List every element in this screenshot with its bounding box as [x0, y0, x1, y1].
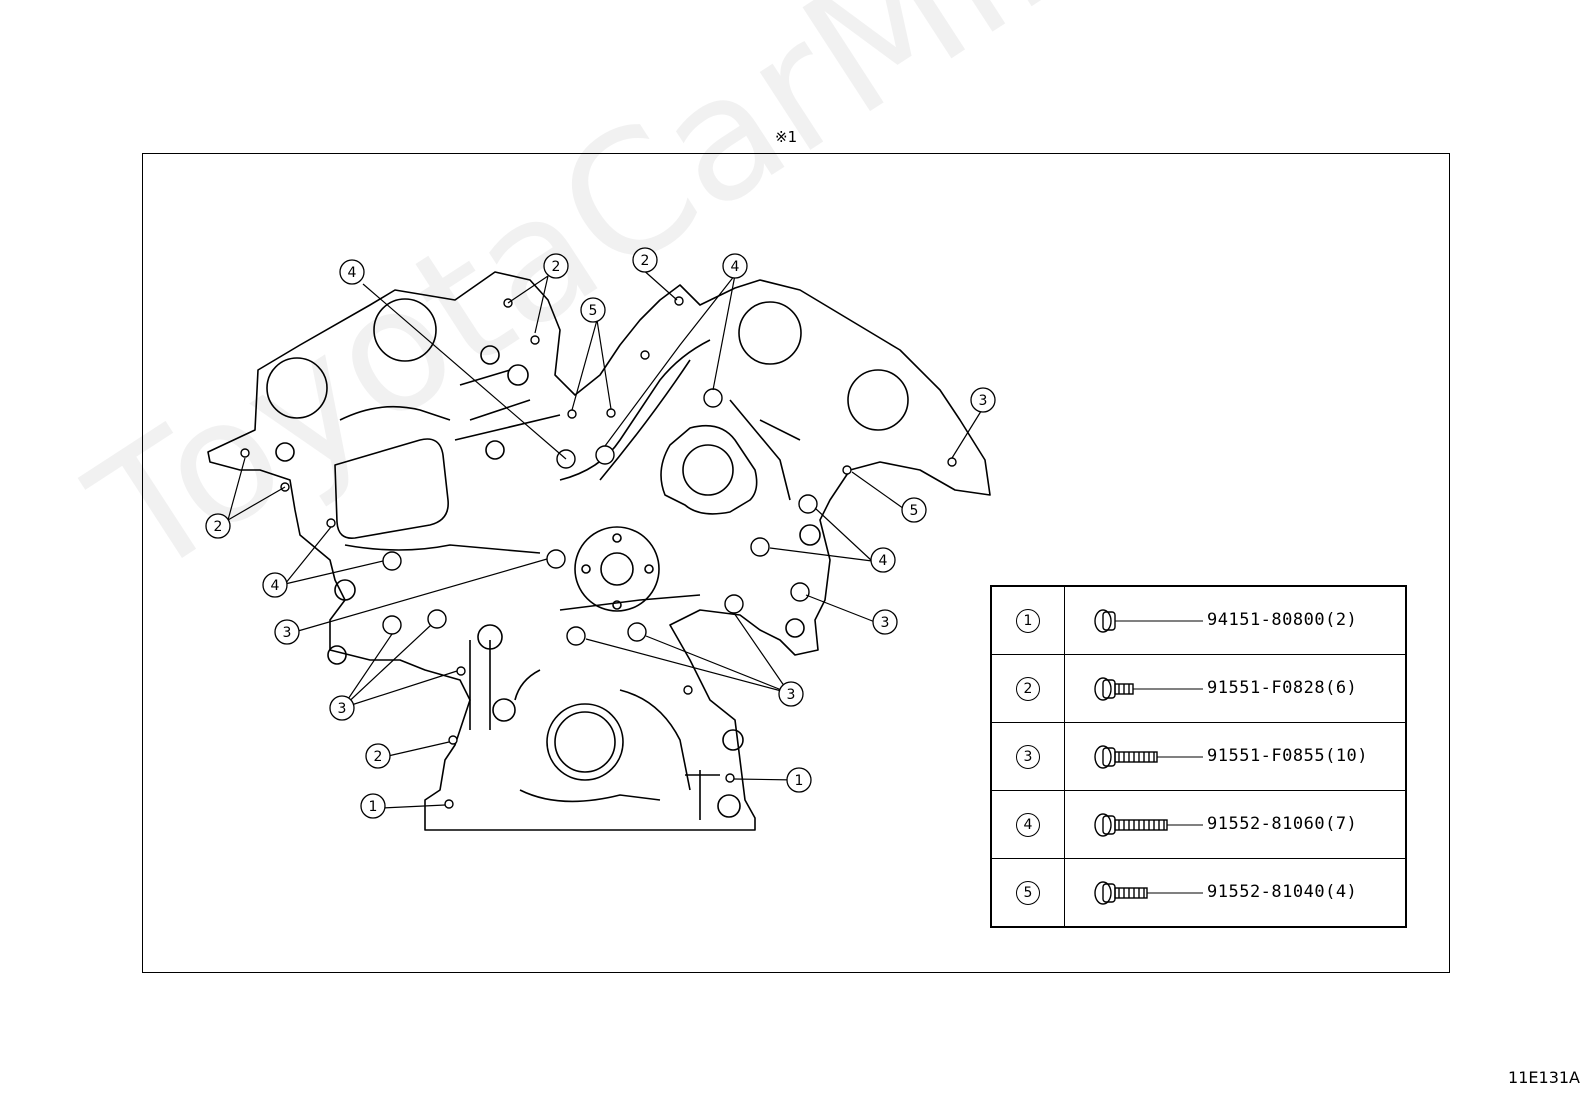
callout-circle: 2	[365, 743, 391, 769]
part-number: 91551-F0828(6)	[1207, 678, 1358, 698]
svg-text:3: 3	[881, 615, 890, 631]
callout-circle: 2	[205, 513, 231, 539]
svg-text:5: 5	[910, 503, 919, 519]
svg-text:5: 5	[589, 303, 598, 319]
part-number: 94151-80800(2)	[1207, 610, 1358, 630]
callout-circle: 4	[339, 259, 365, 285]
callout-circle: 1	[786, 767, 812, 793]
svg-text:2: 2	[641, 253, 650, 269]
figure-id: 11E131A	[1508, 1068, 1580, 1087]
svg-text:2: 2	[214, 519, 223, 535]
legend-number: 3	[1016, 744, 1040, 769]
part-number: 91551-F0855(10)	[1207, 746, 1369, 766]
legend-number: 5	[1016, 880, 1040, 905]
callout-circle: 3	[872, 609, 898, 635]
bolt-icon	[1094, 745, 1203, 769]
callout-circle: 2	[632, 247, 658, 273]
legend-row: 3 91551-F0855(10)	[990, 722, 1407, 791]
part-number: 91552-81060(7)	[1207, 814, 1358, 834]
leader-lines	[227, 267, 984, 809]
legend-row: 2 91551-F0828(6)	[990, 654, 1407, 723]
svg-text:1: 1	[795, 773, 804, 789]
svg-text:2: 2	[374, 749, 383, 765]
callout-circle: 5	[901, 497, 927, 523]
callout-circle: 4	[870, 547, 896, 573]
svg-text:4: 4	[348, 265, 357, 281]
legend-row: 1 94151-80800(2)	[990, 585, 1407, 655]
svg-text:4: 4	[731, 259, 740, 275]
callout-circle: 1	[360, 793, 386, 819]
callout-circle: 3	[274, 619, 300, 645]
callout-labels: 4 2 2 4 5 2 3 5 4 4 3 3 3 3 2 1 1	[205, 247, 996, 819]
reference-note: ※1	[775, 128, 798, 146]
svg-text:3: 3	[979, 393, 988, 409]
diagram-frame	[142, 153, 1450, 973]
svg-text:1: 1	[369, 799, 378, 815]
legend-row: 4 91552-81060(7)	[990, 790, 1407, 859]
bolt-icon	[1094, 881, 1203, 905]
svg-text:2: 2	[552, 259, 561, 275]
svg-text:3: 3	[283, 625, 292, 641]
callout-circle: 3	[970, 387, 996, 413]
legend-number: 4	[1016, 812, 1040, 837]
bolt-icon	[1094, 609, 1203, 633]
callout-circle: 4	[722, 253, 748, 279]
svg-text:4: 4	[879, 553, 888, 569]
callout-circle: 5	[580, 297, 606, 323]
legend-row: 5 91552-81040(4)	[990, 858, 1407, 928]
legend-number: 2	[1016, 676, 1040, 701]
bolt-icon	[1094, 813, 1203, 837]
bolt-icon	[1094, 677, 1203, 701]
svg-text:3: 3	[787, 687, 796, 703]
callout-circle: 4	[262, 572, 288, 598]
svg-text:3: 3	[338, 701, 347, 717]
bolt-legend-table: 1 94151-80800(2) 2 91551-F0828(6) 3 91551-F08…	[990, 585, 1407, 928]
callout-circle: 2	[543, 253, 569, 279]
bolt-holes	[240, 296, 957, 809]
large-bolt-holes	[382, 388, 818, 646]
svg-text:4: 4	[271, 578, 280, 594]
part-number: 91552-81040(4)	[1207, 882, 1358, 902]
cover-outline	[207, 271, 991, 831]
legend-number: 1	[1016, 608, 1040, 633]
callout-circle: 3	[329, 695, 355, 721]
callout-circle: 3	[778, 681, 804, 707]
